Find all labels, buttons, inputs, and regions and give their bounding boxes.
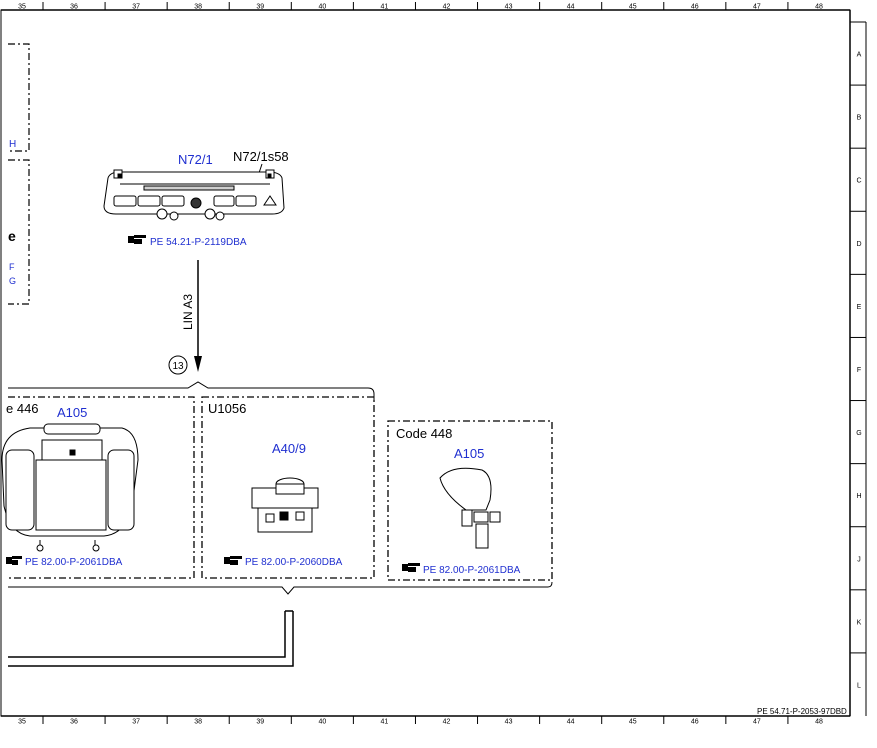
row-ruler: A B C D E F G H J K L [850,52,866,689]
row-label: F [857,367,861,374]
group-brace [8,381,375,402]
row-label: A [857,52,862,59]
row-label: K [857,619,862,626]
component-label-n72-1s58: N72/1s58 [233,149,289,164]
group-boxes [8,396,553,581]
column-label-top: 36 [70,4,78,11]
column-label-top: 47 [753,4,761,11]
bus-arrowhead [194,356,202,372]
row-label: G [856,430,861,437]
connection-node [168,355,188,375]
column-label-bottom: 38 [194,719,202,726]
pointing-hand-icon [224,556,242,565]
column-label-bottom: 35 [18,719,26,726]
row-label: C [856,178,861,185]
group-code-3: Code 448 [396,426,452,441]
column-label-top: 42 [443,4,451,11]
rotary-controller-illustration [251,477,319,533]
row-label: L [857,682,861,689]
group-component-3: A105 [454,446,484,461]
pointing-hand-icon [6,556,22,565]
left-box-fragment-h: H [9,139,16,150]
column-label-bottom: 36 [70,719,78,726]
column-label-bottom: 40 [318,719,326,726]
column-label-bottom: 48 [815,719,823,726]
ref-link-n72-1[interactable]: PE 54.21-P-2119DBA [150,237,247,248]
column-label-top: 38 [194,4,202,11]
column-label-top: 43 [505,4,513,11]
column-label-top: 46 [691,4,699,11]
column-label-top: 37 [132,4,140,11]
column-label-bottom: 42 [443,719,451,726]
footer-reference: PE 54.71-P-2053-97DBD [757,707,847,716]
column-ruler: 35 35 36 36 37 37 38 38 39 39 40 40 41 41 42 42 43 43 44 44… [18,2,823,726]
column-label-top: 48 [815,4,823,11]
column-label-bottom: 39 [256,719,264,726]
pointing-hand-icon [402,563,420,572]
column-label-bottom: 41 [381,719,389,726]
group-component-2: A40/9 [272,441,306,456]
column-label-bottom: 46 [691,719,699,726]
ref-link-group-2[interactable]: PE 82.00-P-2060DBA [245,557,343,568]
pointing-hand-icon [128,235,146,244]
column-label-top: 44 [567,4,575,11]
column-label-top: 39 [256,4,264,11]
overhead-console-illustration [1,423,139,552]
group-code-2: U1056 [208,401,246,416]
row-label: B [857,115,862,122]
column-label-top: 41 [381,4,389,11]
bus-label: LIN A3 [181,294,195,330]
control-panel-illustration [103,169,285,221]
left-box-fragment-e: e [8,228,16,244]
left-partial-box [8,43,30,305]
gear-selector-illustration [439,467,501,549]
column-label-bottom: 45 [629,719,637,726]
column-label-top: 35 [18,4,26,11]
row-label: J [857,556,861,563]
column-label-top: 40 [318,4,326,11]
row-label: E [857,304,862,311]
row-label: H [856,493,861,500]
left-box-fragment-g: G [9,276,16,286]
harness-double-line [8,610,294,667]
column-label-bottom: 37 [132,719,140,726]
column-label-bottom: 47 [753,719,761,726]
connection-node-label: 13 [172,361,184,372]
row-label: D [856,241,861,248]
ref-link-group-3[interactable]: PE 82.00-P-2061DBA [423,565,521,576]
column-label-bottom: 44 [567,719,575,726]
sheet-frame [0,9,867,717]
left-box-fragment-f: F [9,262,15,272]
component-label-n72-1: N72/1 [178,152,213,167]
column-label-bottom: 43 [505,719,513,726]
bottom-brace [8,581,553,595]
group-component-1: A105 [57,405,87,420]
column-label-top: 45 [629,4,637,11]
group-code-1: e 446 [6,401,39,416]
ref-link-group-1[interactable]: PE 82.00-P-2061DBA [25,557,123,568]
